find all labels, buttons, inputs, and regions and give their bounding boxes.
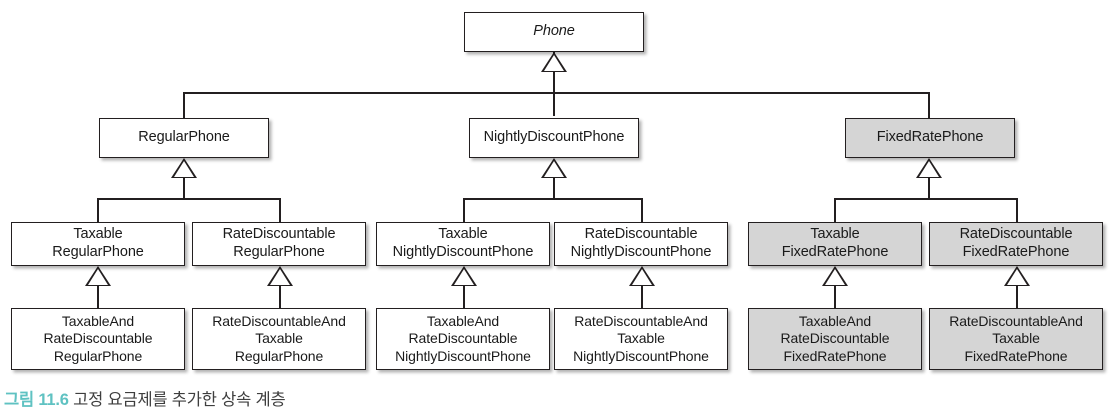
class-box-rate-discountable-and-taxable-fixed-rate-phone[interactable]: RateDiscountableAnd Taxable FixedRatePho… [929,308,1103,370]
class-box-rate-discountable-regular-phone[interactable]: RateDiscountable RegularPhone [192,222,366,266]
class-box-taxable-and-rate-discountable-nightly-discount-phone[interactable]: TaxableAnd RateDiscountable NightlyDisco… [376,308,550,370]
edge-to-taxable-fixed-rate-phone [834,198,836,222]
edge-to-taxable-nightly-discount-phone [463,198,465,222]
edge-regular-phone-bus [97,198,280,200]
edge-nightly-discount-phone-bus [463,198,643,200]
edge-nightly-discount-phone-drop [553,178,555,200]
edge-taxable-regular-phone-drop [97,286,99,308]
edge-taxable-fixed-rate-phone-drop [834,286,836,308]
class-box-rate-discountable-fixed-rate-phone[interactable]: RateDiscountable FixedRatePhone [929,222,1103,266]
edge-fixed-rate-phone-bus [834,198,1017,200]
edge-to-fixed-rate-phone [928,92,930,118]
edge-rate-discountable-fixed-rate-phone-drop [1016,286,1018,308]
figure-caption-text: 고정 요금제를 추가한 상속 계층 [73,391,286,409]
class-box-taxable-and-rate-discountable-regular-phone[interactable]: TaxableAnd RateDiscountable RegularPhone [11,308,185,370]
edge-to-rate-discountable-regular-phone [279,198,281,222]
edge-to-rate-discountable-fixed-rate-phone [1016,198,1018,222]
edge-taxable-nightly-discount-phone-drop [463,286,465,308]
class-box-phone[interactable]: Phone [464,12,644,52]
edge-to-taxable-regular-phone [97,198,99,222]
edge-rate-discountable-nightly-discount-phone-drop [641,286,643,308]
figure-number: 그림 11.6 [4,391,69,409]
class-box-taxable-fixed-rate-phone[interactable]: Taxable FixedRatePhone [748,222,922,266]
edge-to-rate-discountable-nightly-discount-phone [641,198,643,222]
edge-level1-bus [183,92,929,94]
class-box-rate-discountable-nightly-discount-phone[interactable]: RateDiscountable NightlyDiscountPhone [554,222,728,266]
edge-regular-phone-drop [183,178,185,200]
figure-caption: 그림 11.6 고정 요금제를 추가한 상속 계층 [4,386,286,410]
class-box-taxable-regular-phone[interactable]: Taxable RegularPhone [11,222,185,266]
edge-to-regular-phone [183,92,185,118]
class-box-rate-discountable-and-taxable-regular-phone[interactable]: RateDiscountableAnd Taxable RegularPhone [192,308,366,370]
class-box-fixed-rate-phone[interactable]: FixedRatePhone [845,118,1015,158]
edge-fixed-rate-phone-drop [928,178,930,200]
class-box-taxable-and-rate-discountable-fixed-rate-phone[interactable]: TaxableAnd RateDiscountable FixedRatePho… [748,308,922,370]
class-box-taxable-nightly-discount-phone[interactable]: Taxable NightlyDiscountPhone [376,222,550,266]
edge-rate-discountable-regular-phone-drop [279,286,281,308]
class-box-nightly-discount-phone[interactable]: NightlyDiscountPhone [469,118,639,158]
class-box-regular-phone[interactable]: RegularPhone [99,118,269,158]
class-box-rate-discountable-and-taxable-nightly-discount-phone[interactable]: RateDiscountableAnd Taxable NightlyDisco… [554,308,728,370]
edge-phone-drop [553,72,555,116]
